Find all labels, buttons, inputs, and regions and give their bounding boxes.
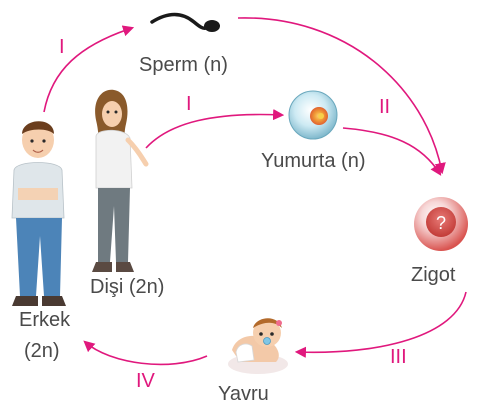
step-male-to-sperm: I <box>59 36 65 59</box>
arrow-female-to-egg <box>146 114 282 148</box>
zygote-mark: ? <box>436 213 446 233</box>
male-label-line1: Erkek <box>19 309 70 332</box>
step-growth: IV <box>136 370 155 393</box>
egg-label: Yumurta (n) <box>261 150 365 173</box>
offspring-label: Yavru <box>218 383 269 406</box>
arrow-sperm-to-zygote <box>238 18 442 172</box>
female-label: Dişi (2n) <box>90 276 164 299</box>
male-label-line2: (2n) <box>24 340 60 363</box>
sperm-icon <box>152 15 220 33</box>
step-development: III <box>390 346 407 369</box>
female-figure-icon <box>92 90 146 272</box>
arrow-zygote-to-offspring <box>297 292 466 352</box>
male-figure-icon <box>12 121 66 306</box>
sperm-label: Sperm (n) <box>139 54 228 77</box>
zygote-label: Zigot <box>411 264 455 287</box>
step-fertilization: II <box>379 96 390 119</box>
step-female-to-egg: I <box>186 93 192 116</box>
baby-icon <box>228 318 288 374</box>
arrow-offspring-to-male <box>85 342 207 364</box>
egg-cell-icon <box>289 91 337 139</box>
zygote-icon: ? <box>414 197 468 251</box>
